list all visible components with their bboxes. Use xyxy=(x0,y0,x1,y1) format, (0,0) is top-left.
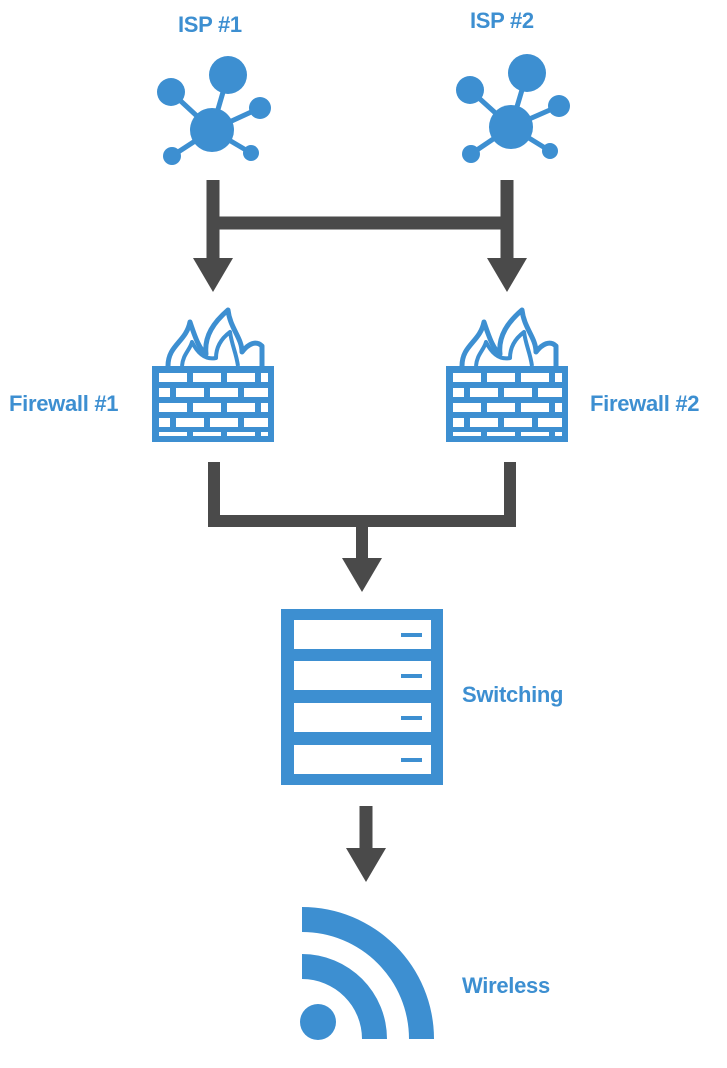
isp2-network-icon xyxy=(456,54,570,163)
firewall1-icon xyxy=(152,307,274,442)
firewall-connectors xyxy=(208,462,516,592)
switching-label: Switching xyxy=(462,682,564,707)
server-rack-icon xyxy=(281,609,443,785)
arrowhead-firewall1 xyxy=(193,258,233,292)
arrowhead-switching xyxy=(342,558,382,592)
arrowhead-wireless xyxy=(346,848,386,882)
isp-connectors xyxy=(193,180,527,292)
arrowhead-firewall2 xyxy=(487,258,527,292)
firewall1-label: Firewall #1 xyxy=(9,391,119,416)
wireless-label: Wireless xyxy=(462,973,550,998)
isp2-label: ISP #2 xyxy=(470,8,534,33)
isp1-network-icon xyxy=(157,56,271,165)
wifi-signal-icon xyxy=(300,907,434,1040)
firewall2-label: Firewall #2 xyxy=(590,391,700,416)
firewall2-icon xyxy=(446,307,568,442)
isp1-label: ISP #1 xyxy=(178,12,242,37)
switch-connector xyxy=(346,806,386,882)
